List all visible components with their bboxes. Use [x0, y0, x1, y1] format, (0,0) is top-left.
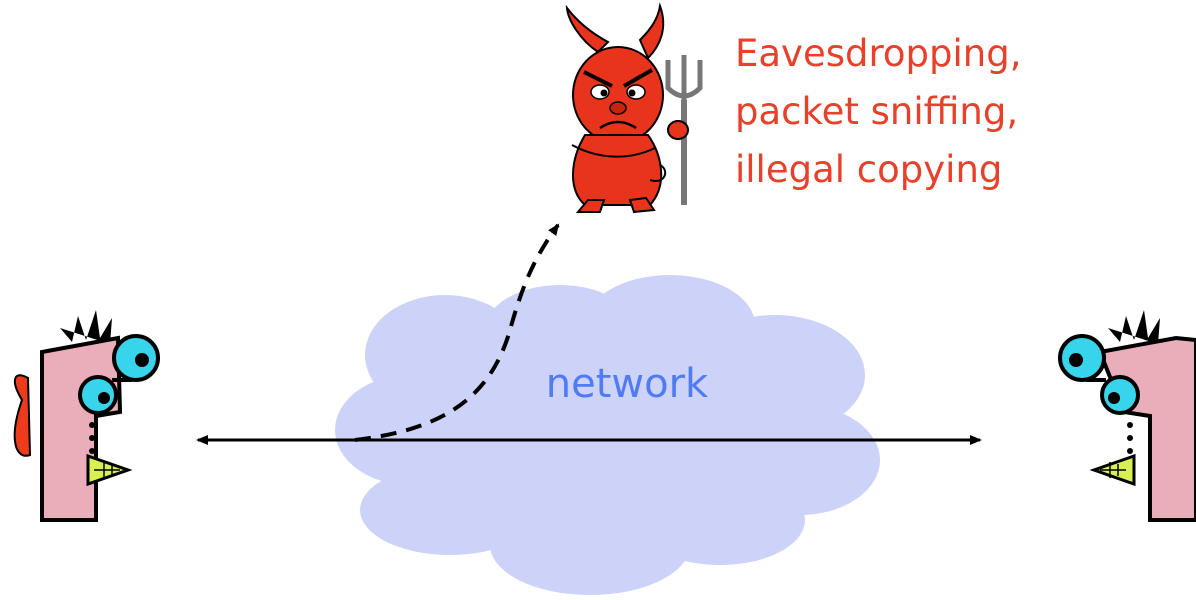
devil-icon — [565, 2, 703, 214]
person-right-icon — [1058, 310, 1196, 522]
attacker-caption-line-2: packet sniffing, — [735, 90, 1018, 133]
network-label: network — [546, 361, 709, 407]
network-cloud: network — [335, 275, 880, 595]
attacker-caption: Eavesdropping, packet sniffing, illegal … — [735, 32, 1021, 191]
attacker-caption-line-1: Eavesdropping, — [735, 32, 1021, 75]
intercept-dashed-arrow — [354, 223, 560, 442]
attacker-caption-line-3: illegal copying — [735, 148, 1002, 191]
person-left-icon — [13, 310, 160, 522]
